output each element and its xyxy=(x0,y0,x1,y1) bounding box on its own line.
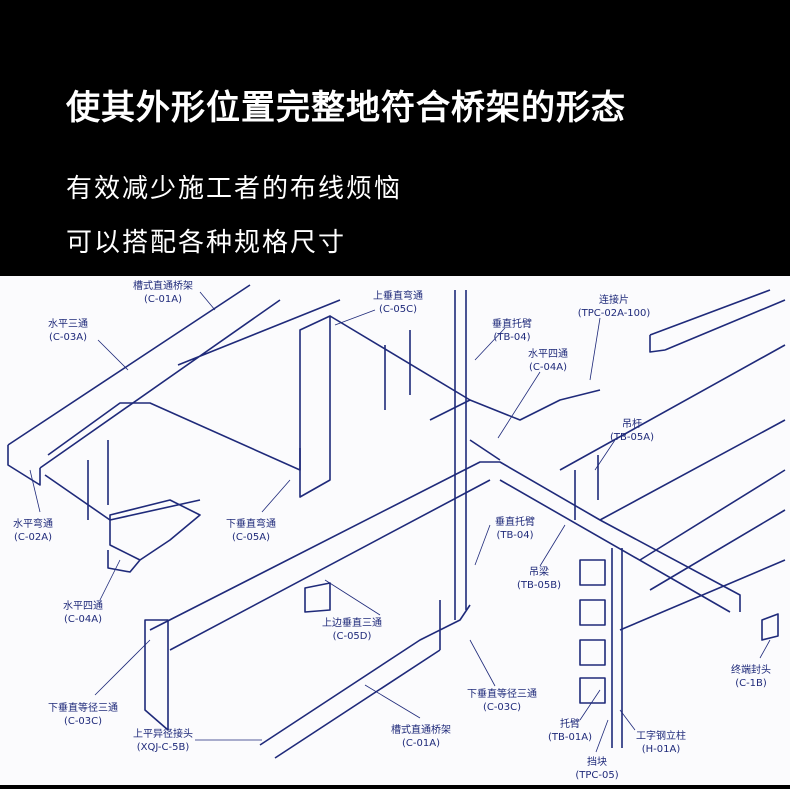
tray-loop xyxy=(44,402,301,521)
label-c01a-bottom: 槽式直通桥架(C-01A) xyxy=(391,725,451,749)
label-h01a: 工字钢立柱(H-01A) xyxy=(636,731,686,755)
cable-tray-diagram: 槽式直通桥架(C-01A) 水平三通(C-03A) 上垂直弯通(C-05C) 垂… xyxy=(0,276,790,785)
label-tb04-lower: 垂直托臂(TB-04) xyxy=(495,517,535,541)
subtitle-1: 有效减少施工者的布线烦恼 xyxy=(66,174,403,204)
tray-drawing xyxy=(7,284,786,759)
cross-center xyxy=(429,389,601,461)
right-rails xyxy=(559,344,786,631)
tray-top-right xyxy=(649,289,786,353)
label-c05a: 下垂直弯通(C-05A) xyxy=(226,519,276,543)
label-c04a-left: 水平四通(C-04A) xyxy=(63,601,103,625)
vertical-elbow-c05a xyxy=(299,315,471,498)
column-vertical xyxy=(454,290,467,620)
label-tpc02a: 连接片(TPC-02A-100) xyxy=(577,295,651,319)
tray-lower xyxy=(259,600,471,759)
banner-header: 使其外形位置完整地符合桥架的形态 有效减少施工者的布线烦恼 可以搭配各种规格尺寸 xyxy=(0,0,790,276)
label-c02a: 水平弯通(C-02A) xyxy=(13,519,53,543)
label-c03c-left: 下垂直等径三通(C-03C) xyxy=(48,703,118,727)
label-xqj-c-5b: 上平异径接头(XQJ-C-5B) xyxy=(133,729,193,753)
tee-c05d xyxy=(304,582,331,613)
label-c1b: 终端封头(C-1B) xyxy=(731,665,771,689)
label-tb01a: 托臂(TB-01A) xyxy=(548,719,592,743)
stacked-trays xyxy=(579,559,606,704)
label-tb04-top: 垂直托臂(TB-04) xyxy=(492,319,532,343)
tray-main-diagonal xyxy=(149,461,741,651)
label-c05c: 上垂直弯通(C-05C) xyxy=(373,291,423,315)
label-c01a-top: 槽式直通桥架(C-01A) xyxy=(133,281,193,305)
label-c03a: 水平三通(C-03A) xyxy=(48,319,88,343)
subtitle-2: 可以搭配各种规格尺寸 xyxy=(66,228,347,258)
label-tb05a: 吊杆(TB-05A) xyxy=(610,419,654,443)
label-c04a-center: 水平四通(C-04A) xyxy=(528,349,568,373)
hanger-rods xyxy=(87,330,599,520)
label-c05d: 上边垂直三通(C-05D) xyxy=(322,618,382,642)
leader-lines xyxy=(29,291,771,753)
tray-elbow-c02a xyxy=(7,445,41,486)
label-tpc05: 挡块(TPC-05) xyxy=(575,757,619,781)
tray-c01a-top xyxy=(7,284,341,469)
headline: 使其外形位置完整地符合桥架的形态 xyxy=(66,88,626,128)
label-tb05b: 吊梁(TB-05B) xyxy=(517,567,561,591)
cross-c04a xyxy=(107,499,201,573)
label-c03c-right: 下垂直等径三通(C-03C) xyxy=(467,689,537,713)
end-cap xyxy=(761,613,779,641)
column-h01a xyxy=(611,548,623,748)
tee-c03c-left xyxy=(144,619,169,731)
